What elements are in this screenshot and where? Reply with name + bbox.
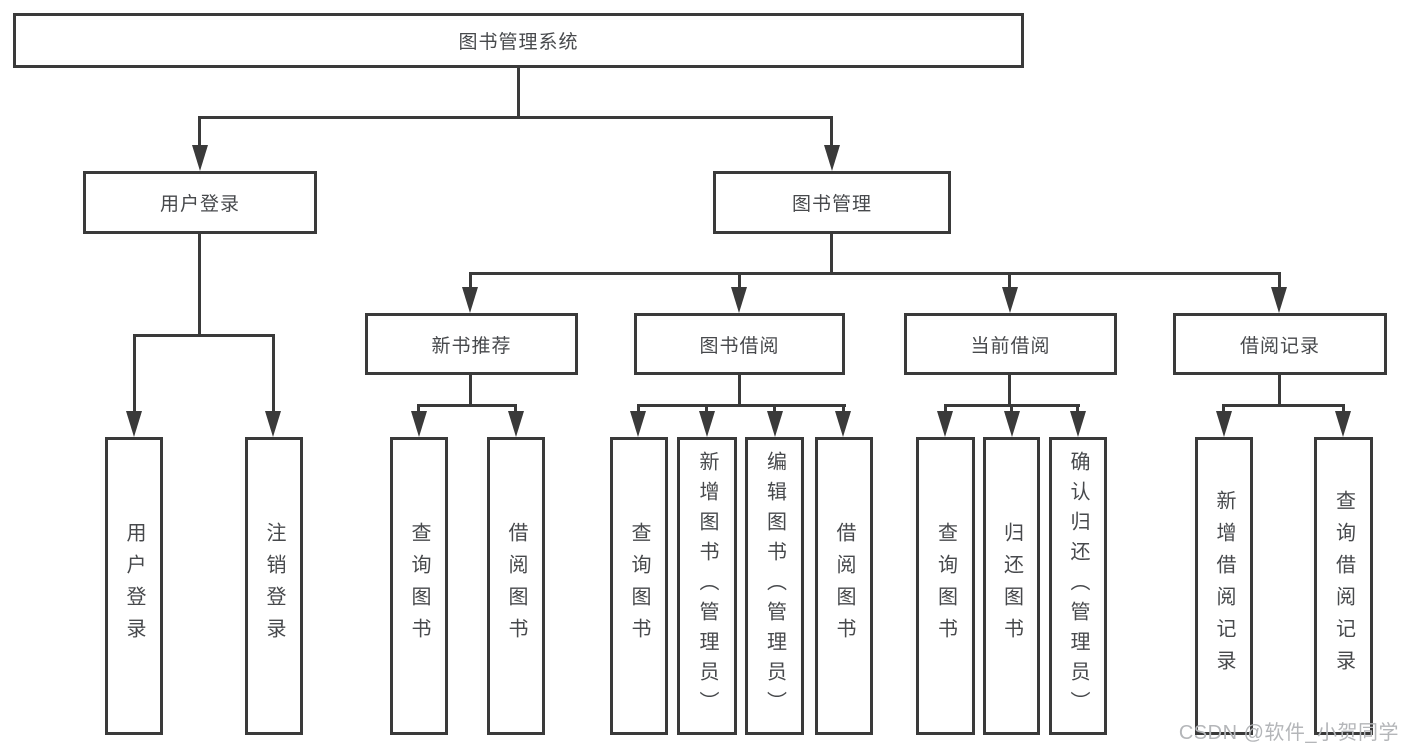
connector-line [469, 375, 472, 407]
arrow-down-icon [1335, 411, 1351, 437]
leaf-current-confirm-return-admin: 确认归还（管理员） [1049, 437, 1107, 735]
leaf-newbooks-query-books: 查询图书 [390, 437, 448, 735]
node-book-borrow: 图书借阅 [634, 313, 845, 375]
arrow-down-icon [835, 411, 851, 437]
leaf-current-return-books: 归还图书 [983, 437, 1040, 735]
node-current-borrow: 当前借阅 [904, 313, 1117, 375]
arrow-down-icon [462, 287, 478, 313]
connector-line [198, 116, 833, 119]
arrow-down-icon [508, 411, 524, 437]
arrow-down-icon [1216, 411, 1232, 437]
connector-line [1008, 375, 1011, 407]
connector-line [830, 119, 833, 154]
arrow-down-icon [699, 411, 715, 437]
leaf-borrow-borrow-books: 借阅图书 [815, 437, 873, 735]
leaf-borrow-add-books-admin: 新增图书（管理员） [677, 437, 737, 735]
connector-line [738, 375, 741, 407]
connector-line [469, 272, 1281, 275]
connector-line [198, 234, 201, 336]
connector-line [1222, 404, 1345, 407]
connector-line [637, 404, 846, 407]
arrow-down-icon [1070, 411, 1086, 437]
arrow-down-icon [1271, 287, 1287, 313]
connector-line [133, 334, 275, 337]
leaf-borrow-query-books: 查询图书 [610, 437, 668, 735]
arrow-down-icon [731, 287, 747, 313]
leaf-current-query-books: 查询图书 [916, 437, 975, 735]
node-root: 图书管理系统 [13, 13, 1024, 68]
connector-line [944, 404, 1080, 407]
leaf-records-query-record: 查询借阅记录 [1314, 437, 1373, 735]
arrow-down-icon [126, 411, 142, 437]
node-borrow-records: 借阅记录 [1173, 313, 1387, 375]
node-user-login: 用户登录 [83, 171, 317, 234]
arrow-down-icon [1004, 411, 1020, 437]
arrow-down-icon [1002, 287, 1018, 313]
connector-line [272, 337, 275, 425]
arrow-down-icon [192, 145, 208, 171]
csdn-watermark: CSDN @软件_小贺同学 [1178, 722, 1399, 744]
connector-line [198, 119, 201, 154]
connector-line [1278, 375, 1281, 407]
connector-line [417, 404, 517, 407]
arrow-down-icon [411, 411, 427, 437]
arrow-down-icon [824, 145, 840, 171]
arrow-down-icon [265, 411, 281, 437]
arrow-down-icon [937, 411, 953, 437]
leaf-records-add-record: 新增借阅记录 [1195, 437, 1253, 735]
connector-line [133, 337, 136, 425]
connector-line [830, 234, 833, 275]
node-book-management: 图书管理 [713, 171, 951, 234]
leaf-user-login: 用户登录 [105, 437, 163, 735]
connector-line [517, 68, 520, 119]
leaf-newbooks-borrow-books: 借阅图书 [487, 437, 545, 735]
arrow-down-icon [767, 411, 783, 437]
arrow-down-icon [630, 411, 646, 437]
leaf-logout: 注销登录 [245, 437, 303, 735]
node-new-book-recommend: 新书推荐 [365, 313, 578, 375]
leaf-borrow-edit-books-admin: 编辑图书（管理员） [745, 437, 804, 735]
